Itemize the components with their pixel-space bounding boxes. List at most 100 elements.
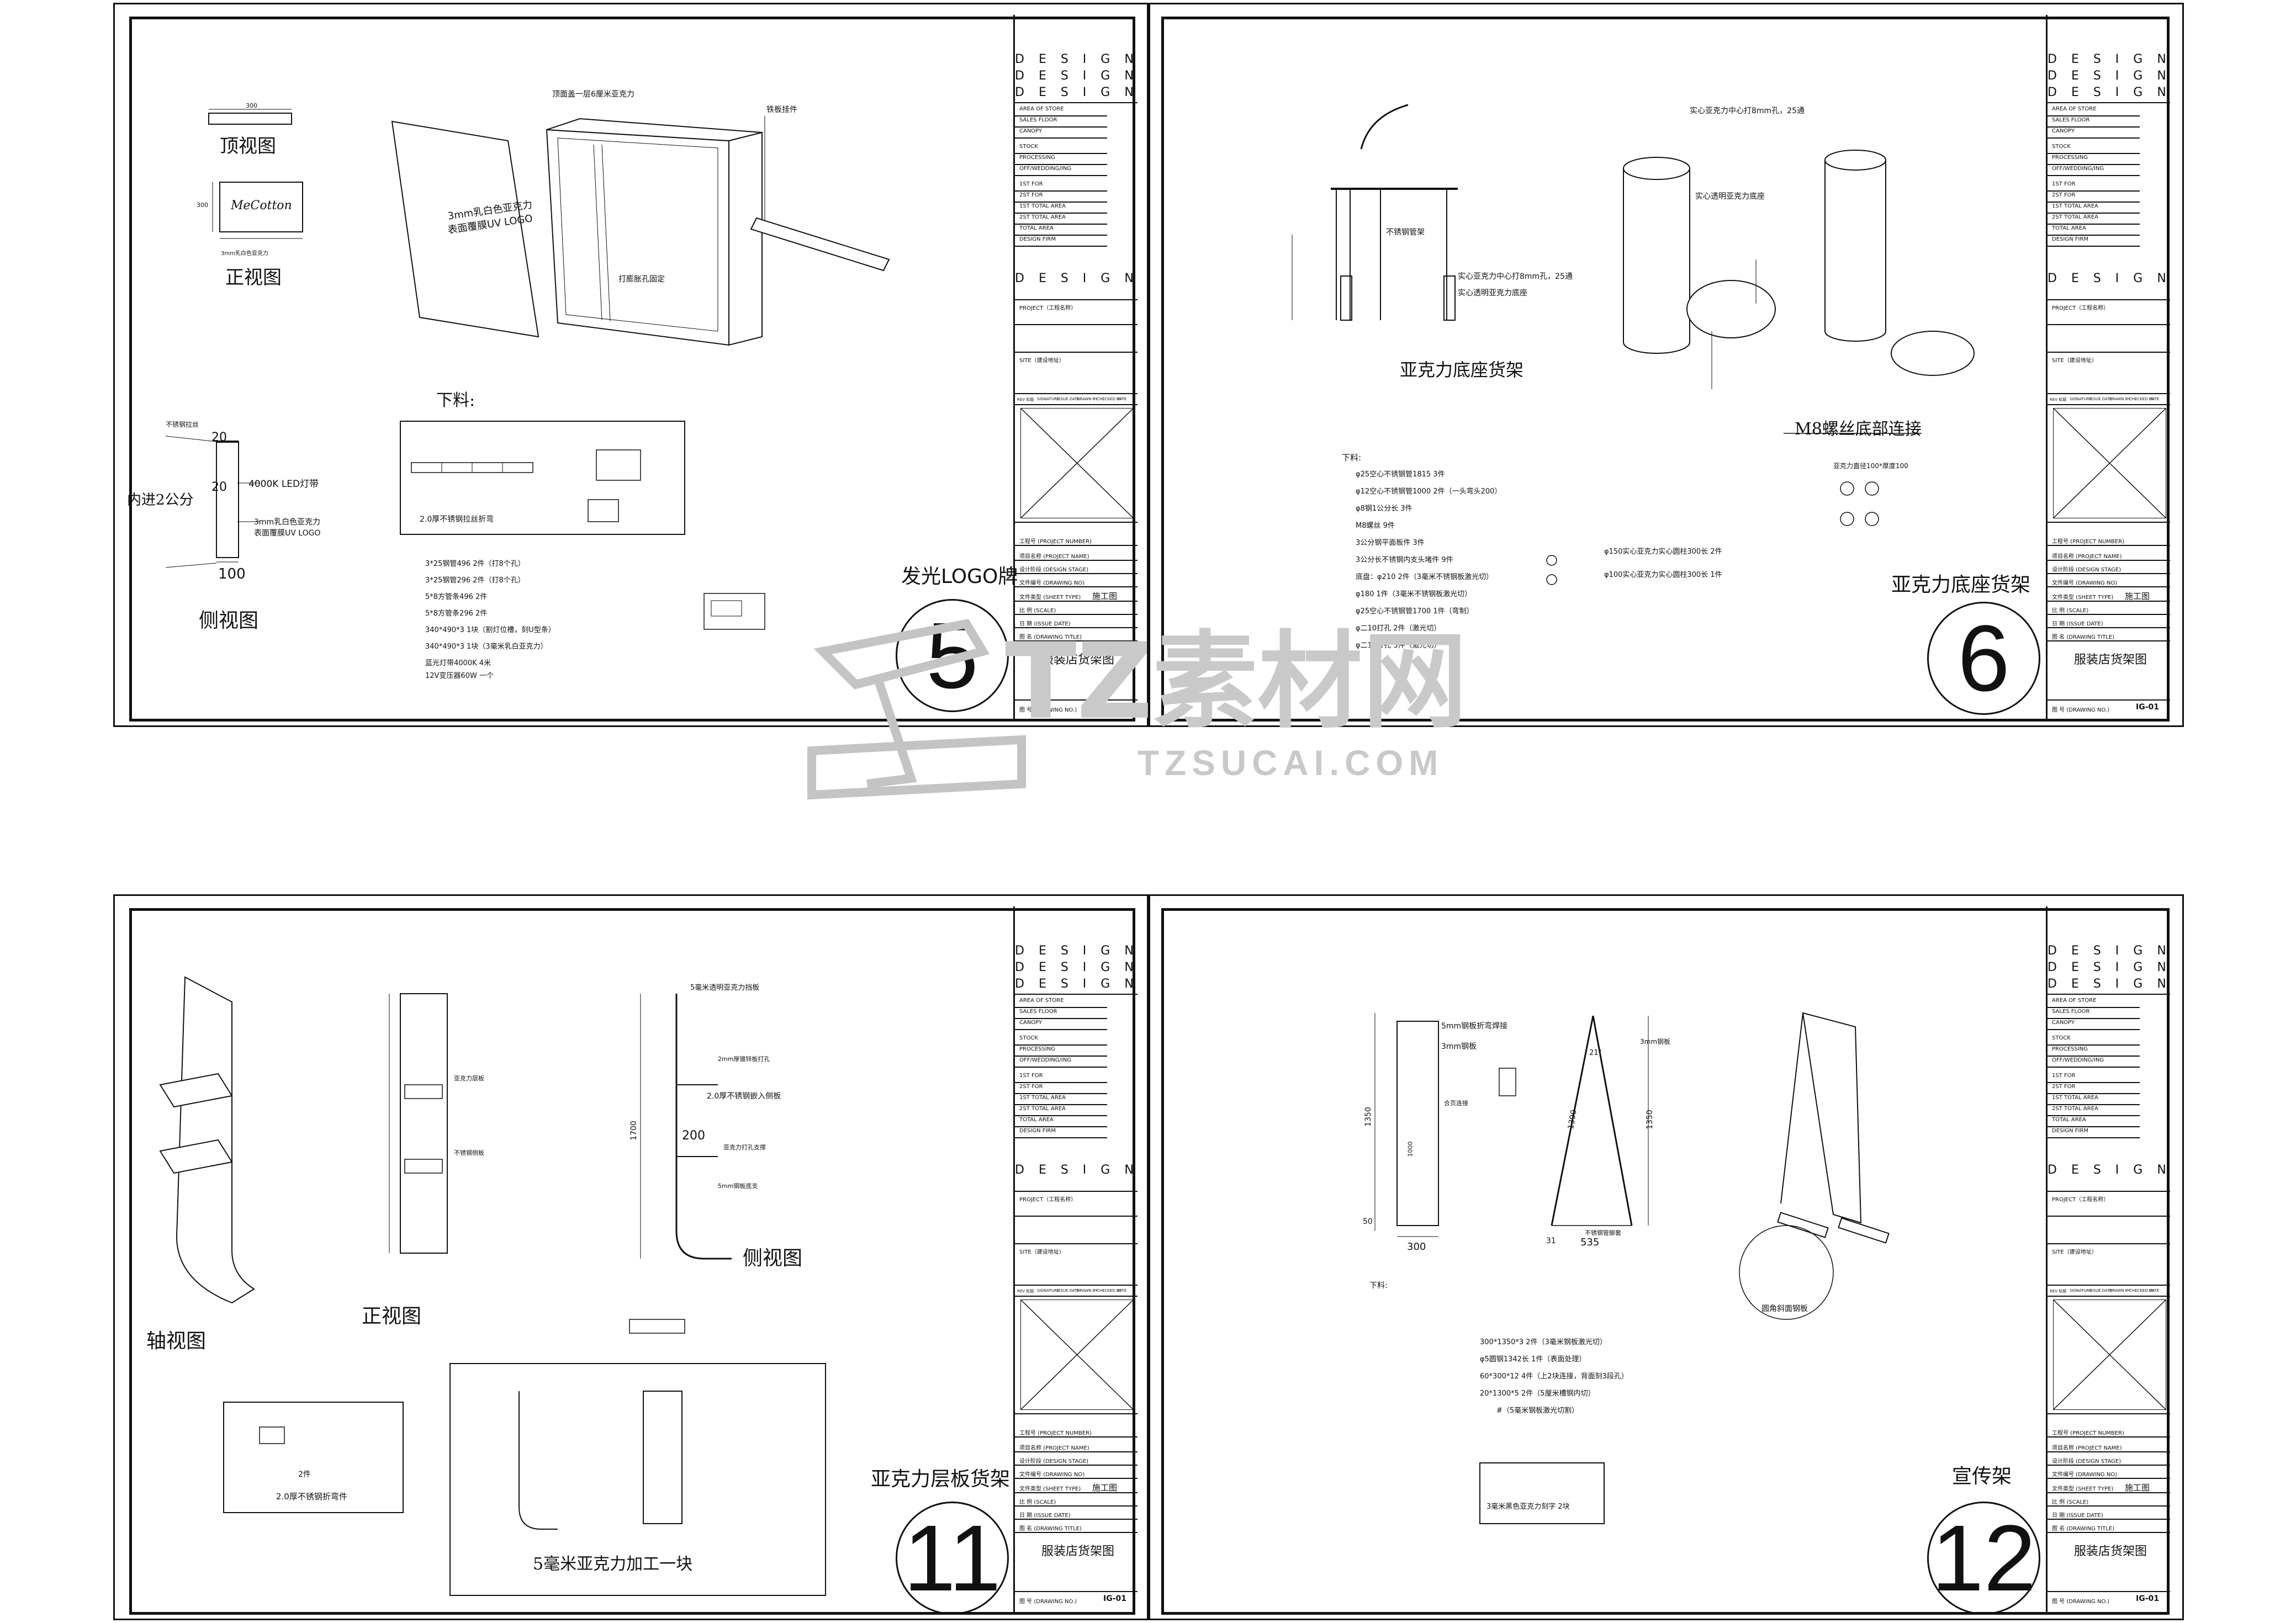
title-row-line (1015, 126, 1107, 128)
sheet-12-title: 宣传架 (1952, 1465, 2012, 1488)
title-row-line (2048, 1007, 2140, 1008)
sheet-5-title: 发光LOGO牌 (901, 565, 1018, 588)
title-row-line (2048, 586, 2170, 587)
cut-item-right: φ100实心亚克力实心圆柱300长 1件 (1604, 571, 1722, 579)
title-field: OFF/WEDDING/ING (1019, 166, 1072, 172)
title-row-line (1015, 1126, 1107, 1127)
title-row (2048, 299, 2170, 300)
title-label: 文件编号 (DRAWING NO) (2052, 580, 2118, 586)
construction-label: 施工图 (2125, 591, 2150, 601)
title-label: 日 期 (ISSUE DATE) (1019, 1513, 1071, 1519)
top-width-dim: 300 (246, 102, 257, 109)
title-label: 项目名称 (PROJECT NAME) (2052, 554, 2122, 560)
sheet-11-drawing (159, 976, 826, 1596)
rev-cell: CHECKED BY (2129, 397, 2154, 401)
title-field: AREA OF STORE (2052, 106, 2097, 112)
title-row-line (1015, 1505, 1138, 1507)
title-row (2048, 393, 2170, 394)
title-label: 日 期 (ISSUE DATE) (1019, 621, 1071, 627)
title-field: CANOPY (1019, 1020, 1043, 1026)
cut-item: φ二10打孔 2件（激光切） (1356, 624, 1441, 633)
title-row-line (1015, 640, 1138, 641)
title-field: STOCK (1019, 144, 1038, 150)
title-field: CANOPY (2052, 128, 2075, 134)
title-row (1015, 1413, 1138, 1414)
site-label: SITE（建设地址） (1019, 358, 1065, 364)
cut-item: 3*25钢管296 2件（打8个孔） (425, 576, 525, 585)
bottom-note-12: 不锈钢管脚套 (1585, 1229, 1621, 1237)
title-row (1015, 699, 1138, 701)
hinge-note: 合页连接 (1444, 1100, 1468, 1107)
rev-cell: DATE (2149, 397, 2160, 401)
title-row-line (1015, 1436, 1138, 1438)
title-label: 文件类型 (SHEET TYPE) (1019, 1486, 1081, 1492)
title-label: 图 名 (DRAWING TITLE) (1019, 634, 1082, 640)
title-field: 2ST TOTAL AREA (1019, 214, 1066, 220)
side-uv-note: 表面覆膜UV LOGO (254, 529, 321, 538)
title-row-line (2048, 1532, 2170, 1533)
sheet-5-frame (129, 17, 1135, 722)
title-row (2048, 1591, 2170, 1592)
title-field: SALES FLOOR (1019, 1009, 1057, 1015)
rev-cell: REV 标题 (1017, 397, 1034, 402)
sheet-no: IG-01 (1103, 703, 1126, 712)
rev-cell: DRAWN BY (2109, 397, 2130, 401)
construction-label: 施工图 (1092, 591, 1118, 601)
cut-list-title: 下料: (436, 391, 475, 410)
title-design-text: DESIGN (1015, 977, 1148, 991)
clear-acrylic-note: 实心透明亚克力底座 (1458, 289, 1527, 298)
title-row-line (2048, 1436, 2170, 1438)
rev-cell: SIGNATURE (1037, 1288, 1060, 1293)
title-label: 文件类型 (SHEET TYPE) (2052, 1486, 2114, 1492)
title-row-line (2048, 224, 2140, 225)
title-row-line (1015, 235, 1107, 236)
strip-note: 2.0厚不锈钢拉丝折弯 (420, 515, 494, 524)
rev-cell: CHECKED BY (2129, 1288, 2154, 1293)
title-row-line (2048, 1478, 2170, 1479)
side-mid-note-11b: 2.0厚不锈钢嵌入侧板 (707, 1092, 781, 1101)
cut-item: φ二10打孔 3件（激光切） (1356, 641, 1441, 650)
title-row-line (1015, 1018, 1107, 1019)
title-row-line (1015, 1492, 1138, 1493)
title-label: 项目名称 (PROJECT NAME) (1019, 554, 1089, 560)
title-x-box (1020, 408, 1134, 518)
title-label: 图 名 (DRAWING TITLE) (2052, 634, 2114, 640)
title-field: 1ST FOR (1019, 181, 1043, 187)
title-row (2048, 15, 2170, 103)
cut-item: φ12空心不锈钢管1000 2件（一头弯头200） (1356, 487, 1502, 496)
title-row-line (2048, 1505, 2170, 1507)
title-row-line (2048, 175, 2140, 176)
title-row-line (1015, 1029, 1107, 1030)
cut-item: 60*300*12 4件（上2块连接，背面刻3段孔） (1480, 1372, 1628, 1381)
sheet-11-title: 亚克力层板货架 (871, 1468, 1011, 1491)
title-field: TOTAL AREA (1019, 1117, 1054, 1123)
title-row-line (1015, 1067, 1107, 1068)
title-field: AREA OF STORE (2052, 998, 2097, 1004)
title-row-line (1015, 1478, 1138, 1479)
title-field: PROCESSING (2052, 155, 2088, 161)
title-row (1015, 522, 1138, 523)
steel-tube-note: 不锈钢管架 (1386, 228, 1425, 237)
title-row-line (2048, 201, 2140, 203)
title-label: 文件类型 (SHEET TYPE) (1019, 595, 1081, 601)
title-row-line (2048, 153, 2140, 154)
title-design-text: DESIGN (1015, 944, 1148, 958)
title-field: PROCESSING (2052, 1046, 2088, 1052)
title-label: 项目名称 (PROJECT NAME) (1019, 1445, 1089, 1451)
title-label: 设计阶段 (DESIGN STAGE) (2052, 1458, 2122, 1465)
side-top-note: 不锈钢拉丝 (166, 421, 199, 428)
sheet-5-cut-list: 3*25钢管496 2件（打8个孔） 3*25钢管296 2件（打8个孔） 5*… (425, 558, 556, 680)
title-field: STOCK (1019, 1035, 1038, 1041)
title-row (2048, 699, 2170, 701)
rev-cell: DATE (1117, 397, 1127, 401)
title-field: 2ST TOTAL AREA (1019, 1106, 1066, 1112)
cut-item: φ5圆钢1342长 1件（表面处理） (1480, 1355, 1586, 1364)
rev-cell: REV 标题 (2050, 1289, 2067, 1293)
title-field: OFF/WEDDING/ING (2052, 1057, 2104, 1063)
title-row-line (2048, 1465, 2170, 1466)
title-field: DESIGN FIRM (1019, 1128, 1056, 1134)
title-field: TOTAL AREA (2052, 225, 2086, 231)
dim-21: 21° (1589, 1049, 1602, 1057)
